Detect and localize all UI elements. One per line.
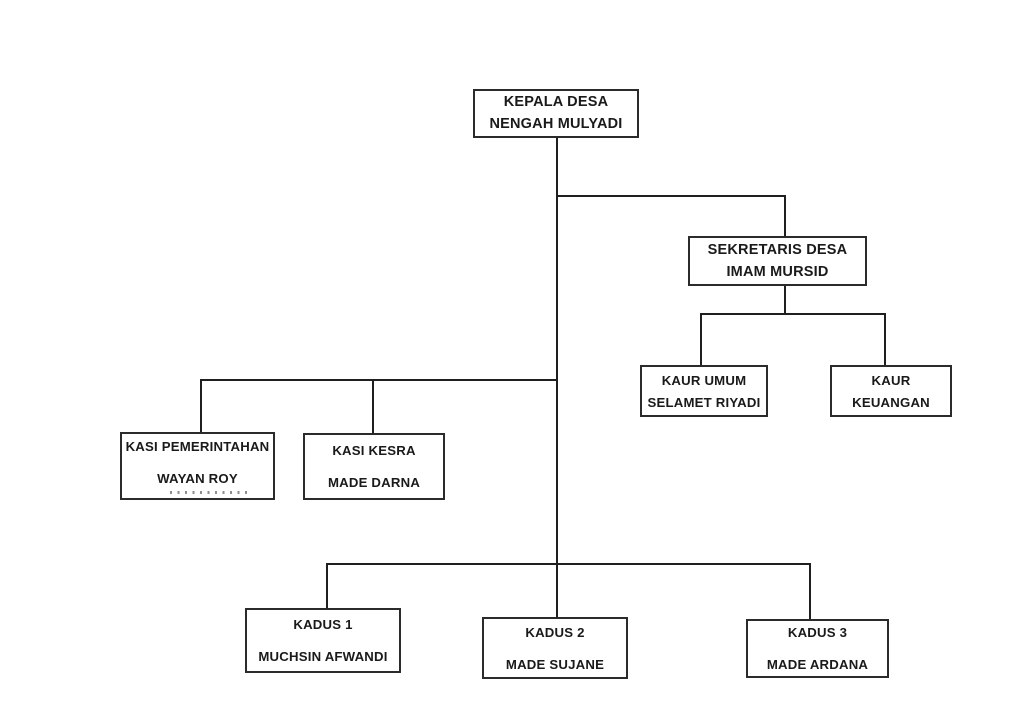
connector-kaur-horizontal: [700, 313, 886, 315]
connector-sekretaris-horizontal: [556, 195, 786, 197]
person-name: MADE DARNA: [327, 475, 421, 490]
person-name: WAYAN ROY: [157, 470, 238, 486]
org-node-kasi-pemerintahan: KASI PEMERINTAHAN WAYAN ROY: [120, 432, 275, 500]
connector-kadus-3-drop: [809, 563, 811, 619]
connector-kasi-kesra-drop: [372, 379, 374, 433]
connector-kadus-horizontal: [326, 563, 811, 565]
role-label-line2: KEUANGAN: [852, 394, 930, 410]
role-label: KEPALA DESA: [503, 94, 609, 110]
org-node-kaur-umum: KAUR UMUM SELAMET RIYADI: [640, 365, 768, 417]
connector-kasi-horizontal: [200, 379, 558, 381]
connector-sekretaris-below: [784, 286, 786, 314]
role-label: KASI PEMERINTAHAN: [125, 438, 270, 454]
role-label: KADUS 1: [293, 617, 353, 632]
role-label: SEKRETARIS DESA: [707, 241, 848, 258]
connector-kasi-pemerintahan-drop: [200, 379, 202, 432]
role-label: KASI KESRA: [332, 443, 416, 458]
org-node-kadus-3: KADUS 3 MADE ARDANA: [746, 619, 889, 678]
clipped-name-line: [170, 491, 252, 494]
person-name: NENGAH MULYADI: [489, 116, 623, 132]
connector-kaur-umum-drop: [700, 313, 702, 365]
connector-kadus-1-drop: [326, 563, 328, 608]
role-label: KAUR UMUM: [661, 372, 747, 388]
person-name: MADE ARDANA: [766, 657, 869, 672]
connector-kepala-main-vertical: [556, 138, 558, 617]
org-node-kepala-desa: KEPALA DESA NENGAH MULYADI: [473, 89, 639, 138]
person-name: SELAMET RIYADI: [647, 394, 761, 410]
role-label-line1: KAUR: [871, 372, 911, 388]
person-name: MUCHSIN AFWANDI: [258, 649, 388, 664]
person-name: IMAM MURSID: [726, 263, 829, 280]
org-node-kasi-kesra: KASI KESRA MADE DARNA: [303, 433, 445, 500]
person-name: MADE SUJANE: [505, 656, 605, 672]
org-node-kadus-2: KADUS 2 MADE SUJANE: [482, 617, 628, 679]
org-node-kadus-1: KADUS 1 MUCHSIN AFWANDI: [245, 608, 401, 673]
connector-kaur-keuangan-drop: [884, 313, 886, 365]
role-label: KADUS 2: [525, 624, 585, 640]
role-label: KADUS 3: [787, 625, 848, 640]
org-node-sekretaris-desa: SEKRETARIS DESA IMAM MURSID: [688, 236, 867, 286]
org-node-kaur-keuangan: KAUR KEUANGAN: [830, 365, 952, 417]
connector-sekretaris-drop: [784, 195, 786, 236]
